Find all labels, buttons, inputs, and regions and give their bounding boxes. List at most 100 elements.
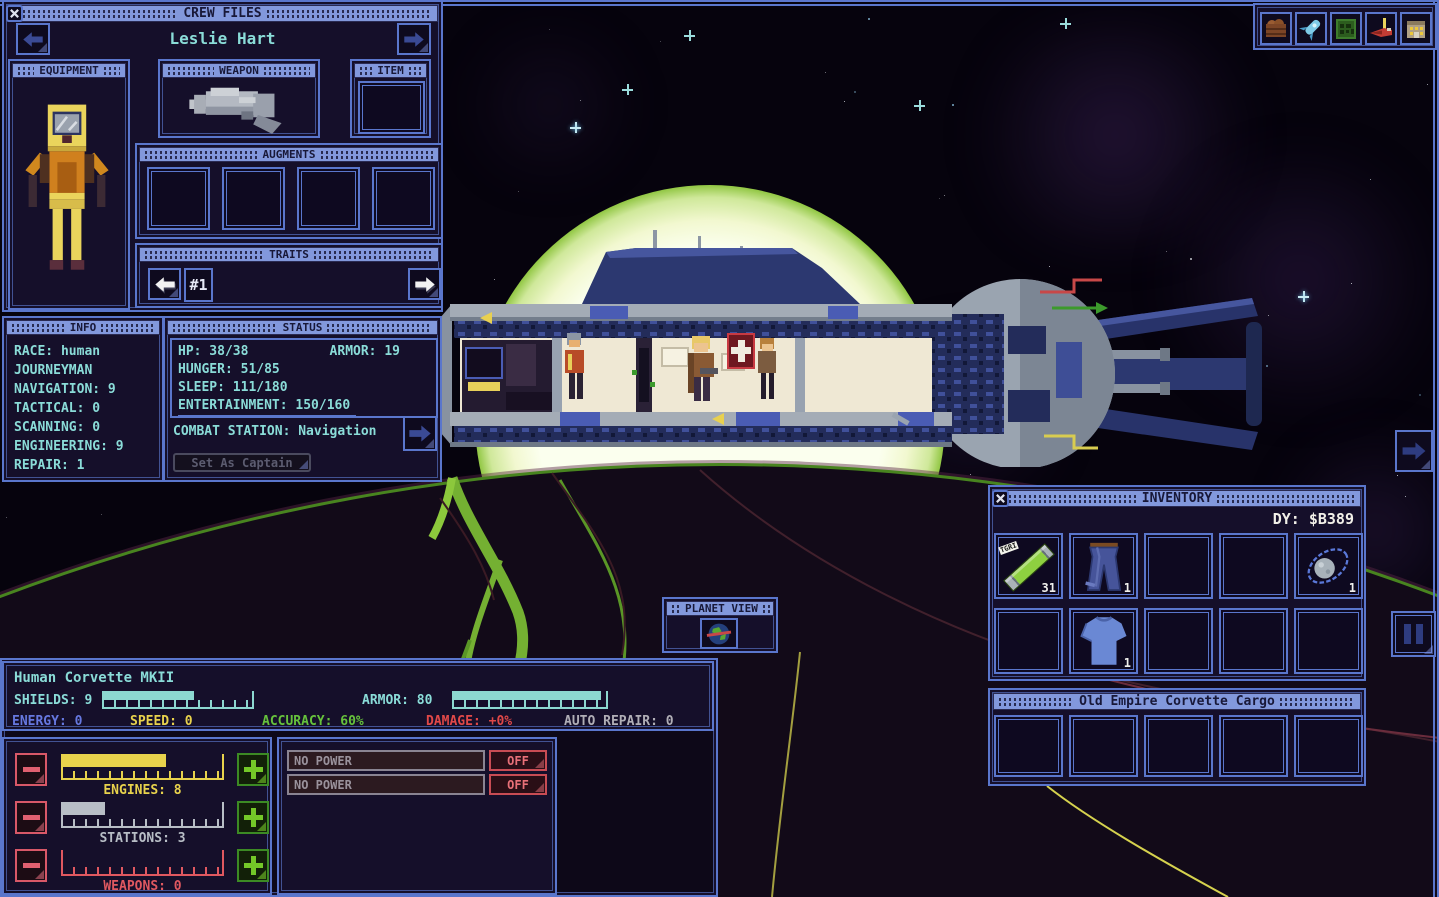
money-readout: DY: $B389: [1272, 510, 1354, 528]
inventory-slot[interactable]: [994, 608, 1063, 674]
inventory-slot[interactable]: 1: [1069, 533, 1138, 599]
engines-increase-button[interactable]: [237, 753, 269, 786]
cargo-slot[interactable]: [994, 715, 1063, 777]
sidebar-next-button[interactable]: [1395, 430, 1433, 472]
pause-icon: [1404, 624, 1423, 644]
inventory-window: INVENTORY DY: $B389 TGRI 31 1: [988, 485, 1366, 681]
info-engineering: ENGINEERING: 9: [14, 439, 124, 454]
power-allocation-panel: ENGINES: 8 STATIONS: 3 WEAPONS: 0: [2, 737, 272, 895]
minus-icon: [22, 767, 40, 772]
equipment-title: EQUIPMENT: [39, 64, 99, 77]
augment-slot[interactable]: [372, 167, 435, 230]
engines-bar: [61, 754, 224, 780]
toolbar-space-station-button[interactable]: [1400, 12, 1432, 45]
combat-station-next-button[interactable]: [403, 416, 437, 451]
inventory-slot[interactable]: [1144, 608, 1213, 674]
weapon-bay-1-toggle-button[interactable]: OFF: [489, 750, 547, 771]
arrow-right-icon: [414, 276, 435, 292]
header-dots: [13, 9, 179, 18]
item-panel: ITEM: [350, 59, 431, 138]
toolbar-attack-ship-button[interactable]: [1365, 12, 1397, 45]
nebula: [450, 30, 650, 180]
inventory-slot[interactable]: [1219, 533, 1288, 599]
equipment-header: EQUIPMENT: [12, 63, 126, 78]
info-header: INFO: [6, 320, 160, 335]
weapon-slot[interactable]: [180, 83, 298, 139]
weapon-bay-2-toggle-button[interactable]: OFF: [489, 774, 547, 795]
minus-icon: [22, 863, 40, 868]
cargo-slot[interactable]: [1219, 715, 1288, 777]
traits-prev-button[interactable]: [148, 268, 181, 300]
crew-files-window: CREW FILES Leslie Hart EQUIPMENT: [2, 0, 443, 312]
cargo-crate-icon: [1266, 18, 1286, 37]
star-sparkle: [1060, 18, 1071, 29]
status-box: HP: 38/38 ARMOR: 19 HUNGER: 51/85 SLEEP:…: [170, 338, 438, 418]
info-title: INFO: [69, 321, 97, 334]
weapons-increase-button[interactable]: [237, 849, 269, 882]
trait-page-number: #1: [189, 276, 208, 294]
planet-view-button[interactable]: [700, 618, 738, 649]
weapon-bay-1-status: NO POWER: [287, 750, 485, 771]
combat-station-label: COMBAT STATION: Navigation: [173, 424, 377, 439]
inventory-slot[interactable]: 1: [1069, 608, 1138, 674]
player-ship[interactable]: [440, 222, 1270, 467]
cargo-slot[interactable]: [1069, 715, 1138, 777]
star-sparkle: [1298, 291, 1309, 302]
trait-page-badge[interactable]: #1: [184, 268, 213, 302]
augment-slot[interactable]: [222, 167, 285, 230]
next-crew-button[interactable]: [397, 23, 431, 55]
cargo-slot[interactable]: [1294, 715, 1363, 777]
traits-title: TRAITS: [269, 248, 309, 261]
inventory-close-button[interactable]: [992, 490, 1009, 507]
traits-next-button[interactable]: [408, 268, 441, 300]
plus-icon: [243, 808, 263, 827]
set-as-captain-button[interactable]: Set As Captain: [173, 453, 311, 472]
energy-label: ENERGY: 0: [12, 714, 83, 729]
ship-stats-panel: Human Corvette MKII SHIELDS: 9 ARMOR: 80…: [2, 661, 714, 731]
augments-title: AUGMENTS: [262, 148, 316, 161]
stations-increase-button[interactable]: [237, 801, 269, 834]
equipment-panel: EQUIPMENT: [8, 59, 130, 310]
armor-bar: [452, 691, 608, 709]
item-count: 31: [1041, 581, 1056, 595]
attack-ship-icon: [1370, 17, 1392, 37]
toolbar-cargo-crate-button[interactable]: [1260, 12, 1292, 45]
augment-slot[interactable]: [297, 167, 360, 230]
header-dots: [999, 697, 1075, 706]
arrow-right-icon: [404, 31, 424, 47]
weapons-decrease-button[interactable]: [15, 849, 47, 882]
inventory-slot[interactable]: [1144, 533, 1213, 599]
header-dots: [1279, 697, 1356, 706]
prev-crew-button[interactable]: [16, 23, 50, 55]
crew-files-close-button[interactable]: [6, 5, 23, 22]
weapons-label: WEAPONS: 0: [103, 879, 182, 894]
arrow-right-icon: [409, 425, 431, 442]
armor-label: ARMOR: 80: [362, 693, 433, 708]
header-dots: [360, 66, 373, 75]
star-sparkle: [570, 122, 581, 133]
shields-bar-fill: [104, 691, 194, 700]
star-sparkle: [622, 84, 633, 95]
inventory-slot[interactable]: 1: [1294, 533, 1363, 599]
stations-decrease-button[interactable]: [15, 801, 47, 834]
header-dots: [103, 66, 121, 75]
header-dots: [408, 66, 421, 75]
plus-icon: [243, 856, 263, 875]
header-dots: [672, 604, 680, 613]
cargo-slot[interactable]: [1144, 715, 1213, 777]
status-hunger: HUNGER: 51/85: [178, 362, 280, 377]
inventory-slot[interactable]: [1294, 608, 1363, 674]
engines-label: ENGINES: 8: [103, 783, 182, 798]
augment-slot[interactable]: [147, 167, 210, 230]
toolbar-circuit-board-button[interactable]: [1330, 12, 1362, 45]
pause-button[interactable]: [1391, 611, 1436, 657]
inventory-slot[interactable]: [1219, 608, 1288, 674]
weapon-panel: WEAPON: [158, 59, 320, 138]
inventory-slot[interactable]: TGRI 31: [994, 533, 1063, 599]
engines-decrease-button[interactable]: [15, 753, 47, 786]
toolbar-rocket-button[interactable]: [1295, 12, 1327, 45]
cargo-window: Old Empire Corvette Cargo: [988, 688, 1366, 786]
crew-files-header: CREW FILES: [7, 5, 438, 22]
equipment-paperdoll[interactable]: [19, 85, 115, 301]
item-slot[interactable]: [358, 81, 425, 134]
